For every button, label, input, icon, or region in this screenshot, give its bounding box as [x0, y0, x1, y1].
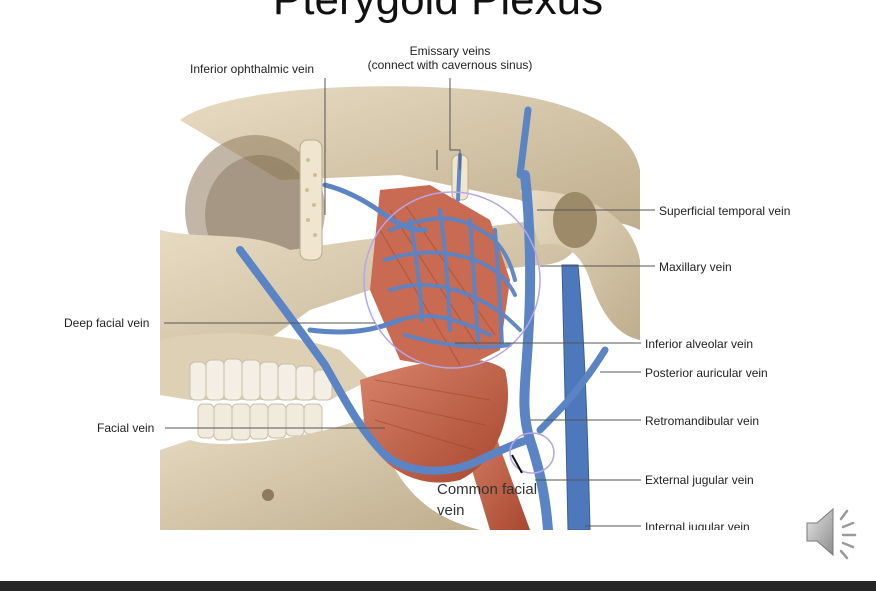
temporal-bone	[520, 190, 640, 340]
label-external-jugular-vein: External jugular vein	[645, 473, 754, 487]
label-maxillary-vein: Maxillary vein	[659, 260, 732, 274]
internal-jugular-vein	[561, 264, 591, 530]
label-facial-vein: Facial vein	[97, 421, 155, 435]
mandible	[160, 410, 480, 530]
label-emissary-veins-line2: (connect with cavernous sinus)	[367, 58, 533, 72]
speaker-icon[interactable]	[803, 503, 865, 561]
masseter	[360, 359, 508, 483]
speaker-icon-graphic	[806, 507, 857, 560]
annotation-line2: vein	[437, 502, 465, 519]
superficial-temporal-vein-path	[516, 106, 532, 179]
label-inferior-alveolar-vein: Inferior alveolar vein	[645, 337, 754, 351]
label-emissary-veins: Emissary veins (connect with cavernous s…	[350, 44, 550, 72]
annotation-line1: Common facial	[437, 481, 538, 498]
annotation-circle-plexus	[363, 191, 541, 369]
retromandibular-vein	[519, 170, 553, 530]
annotation-circle-common-facial	[509, 432, 555, 474]
posterior-auricular-vein	[536, 346, 609, 434]
label-superficial-temporal-vein: Superficial temporal vein	[659, 204, 791, 218]
label-internal-jugular-vein: Internal jugular vein	[645, 520, 750, 530]
skull-veins-illustration	[160, 86, 640, 530]
deep-facial-vein-path	[307, 317, 403, 335]
label-posterior-auricular-vein: Posterior auricular vein	[645, 366, 768, 380]
upper-teeth	[189, 358, 333, 401]
footer-bar	[0, 581, 876, 591]
facial-vein-path	[236, 246, 532, 475]
pterygoid-plexus	[383, 153, 522, 349]
label-retromandibular-vein: Retromandibular vein	[645, 414, 760, 428]
label-emissary-veins-line1: Emissary veins	[409, 44, 491, 58]
mental-foramen	[262, 489, 274, 501]
label-inferior-ophthalmic-vein: Inferior ophthalmic vein	[190, 62, 315, 76]
orbit-bone-window	[299, 139, 323, 261]
external-acoustic-meatus	[553, 192, 597, 248]
annotation-common-facial-vein: Common facial vein	[437, 479, 537, 521]
label-deep-facial-vein: Deep facial vein	[64, 316, 150, 330]
slide-title: Pterygoid Plexus	[0, 0, 876, 22]
annotation-pointer	[511, 454, 523, 474]
anatomy-figure	[160, 80, 640, 530]
leader-emissary	[449, 78, 461, 170]
